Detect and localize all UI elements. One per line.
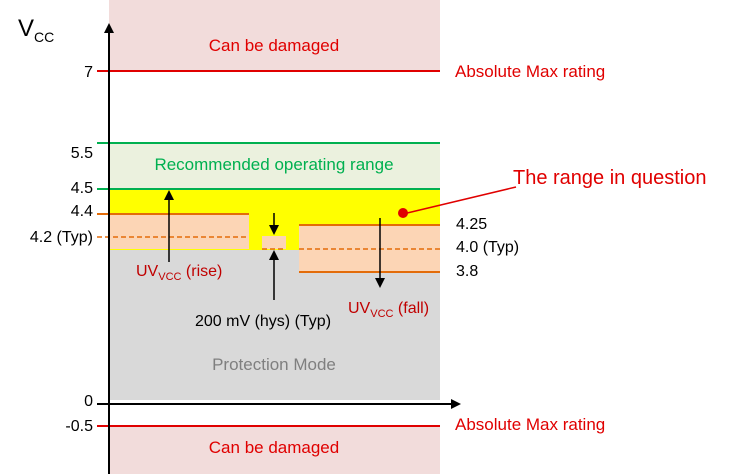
callout-line: [402, 186, 517, 215]
hysteresis-label: 200 mV (hys) (Typ): [195, 313, 331, 330]
tick-7: 7: [84, 64, 93, 81]
abs-max-label-bottom: Absolute Max rating: [455, 415, 605, 434]
damaged-label-top: Can be damaged: [209, 36, 339, 55]
callout-dot: [398, 208, 408, 218]
yellow-strip: [299, 214, 440, 225]
range-in-question-label: The range in question: [513, 167, 706, 189]
tick-0: 0: [84, 393, 93, 410]
uv-rise-label: UVVCC (rise): [136, 263, 222, 283]
yellow-strip-hys: [286, 214, 299, 250]
tick-4-2-typ: 4.2 (Typ): [30, 229, 93, 246]
value-3-8: 3.8: [456, 263, 478, 280]
uv-hys-band: [262, 236, 286, 249]
abs-max-label-top: Absolute Max rating: [455, 62, 605, 81]
recommended-region: [109, 143, 440, 189]
damaged-region-bottom: [109, 426, 440, 474]
yellow-strip-mid: [249, 214, 262, 250]
damaged-label-bottom: Can be damaged: [209, 438, 339, 457]
tick-neg-0-5: -0.5: [65, 418, 93, 435]
damaged-region-top: [109, 0, 440, 71]
value-4-25: 4.25: [456, 216, 487, 233]
recommended-label: Recommended operating range: [154, 155, 393, 174]
protection-label: Protection Mode: [212, 355, 336, 374]
tick-5-5: 5.5: [71, 145, 93, 162]
value-4-0-typ: 4.0 (Typ): [456, 239, 519, 256]
axis-label: VCC: [18, 15, 54, 45]
uv-rise-band: [109, 214, 249, 249]
tick-4-4: 4.4: [71, 203, 93, 220]
tick-4-5: 4.5: [71, 180, 93, 197]
uv-fall-band: [299, 225, 440, 272]
uv-fall-label: UVVCC (fall): [348, 300, 429, 320]
